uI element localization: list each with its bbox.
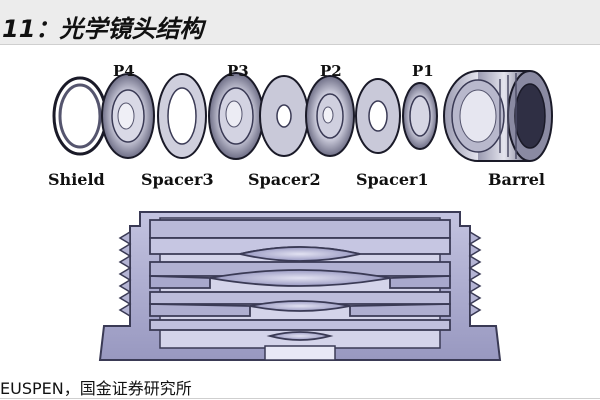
lens-p4-part — [101, 73, 155, 159]
cross-section-view — [98, 211, 502, 361]
figure-footer: EUSPEN，国金证券研究所 — [0, 372, 600, 400]
lens-label-p1: P1 — [412, 62, 434, 80]
lens-p1-part — [402, 82, 438, 150]
footer-divider — [0, 398, 600, 399]
left-threads — [118, 230, 132, 318]
part-label-spacer1: Spacer1 — [356, 170, 429, 189]
spacer2-part — [259, 75, 309, 157]
barrel-part — [443, 70, 553, 162]
part-label-spacer2: Spacer2 — [248, 170, 321, 189]
exploded-view — [52, 70, 553, 162]
optical-bore — [264, 345, 336, 361]
source-note: EUSPEN，国金证券研究所 — [0, 379, 192, 398]
lens-label-p2: P2 — [320, 62, 342, 80]
figure-title-bar: 11：光学镜头结构 — [0, 0, 600, 45]
part-label-shield: Shield — [48, 170, 105, 189]
lens-label-p3: P3 — [227, 62, 249, 80]
shield-part — [52, 76, 108, 156]
part-label-spacer3: Spacer3 — [141, 170, 214, 189]
part-label-barrel: Barrel — [488, 170, 546, 189]
lens-label-p4: P4 — [113, 62, 135, 80]
right-threads — [468, 230, 482, 318]
stacked-lenses — [149, 219, 451, 341]
spacer1-part — [355, 78, 401, 154]
figure-title: 11：光学镜头结构 — [2, 15, 204, 43]
spacer3-part — [157, 73, 207, 159]
lens-p3-part — [208, 72, 264, 160]
lens-p2-part — [305, 75, 355, 157]
lens-structure-diagram: P4 P3 P2 P1 Shield Spacer3 Spacer2 Space… — [0, 44, 600, 370]
